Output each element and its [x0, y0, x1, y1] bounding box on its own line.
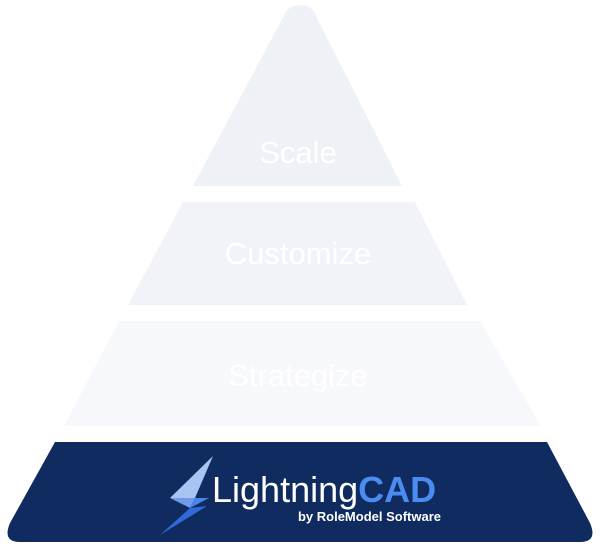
brand-name-bold: CAD	[358, 469, 436, 510]
tier-label-strategize: Strategize	[228, 358, 368, 393]
lightning-bolt-icon	[160, 456, 213, 535]
tier-label-scale: Scale	[259, 135, 337, 170]
brand-name-light: Lightning	[212, 469, 358, 510]
brand-subtitle: by RoleModel Software	[298, 509, 441, 524]
pyramid-tier-base	[7, 442, 593, 542]
brand-name: LightningCAD	[212, 469, 436, 510]
pyramid-tier-customize	[128, 202, 467, 305]
pyramid-tier-strategize	[64, 321, 541, 426]
tier-label-customize: Customize	[225, 236, 371, 271]
pyramid-tier-scale	[193, 5, 402, 186]
